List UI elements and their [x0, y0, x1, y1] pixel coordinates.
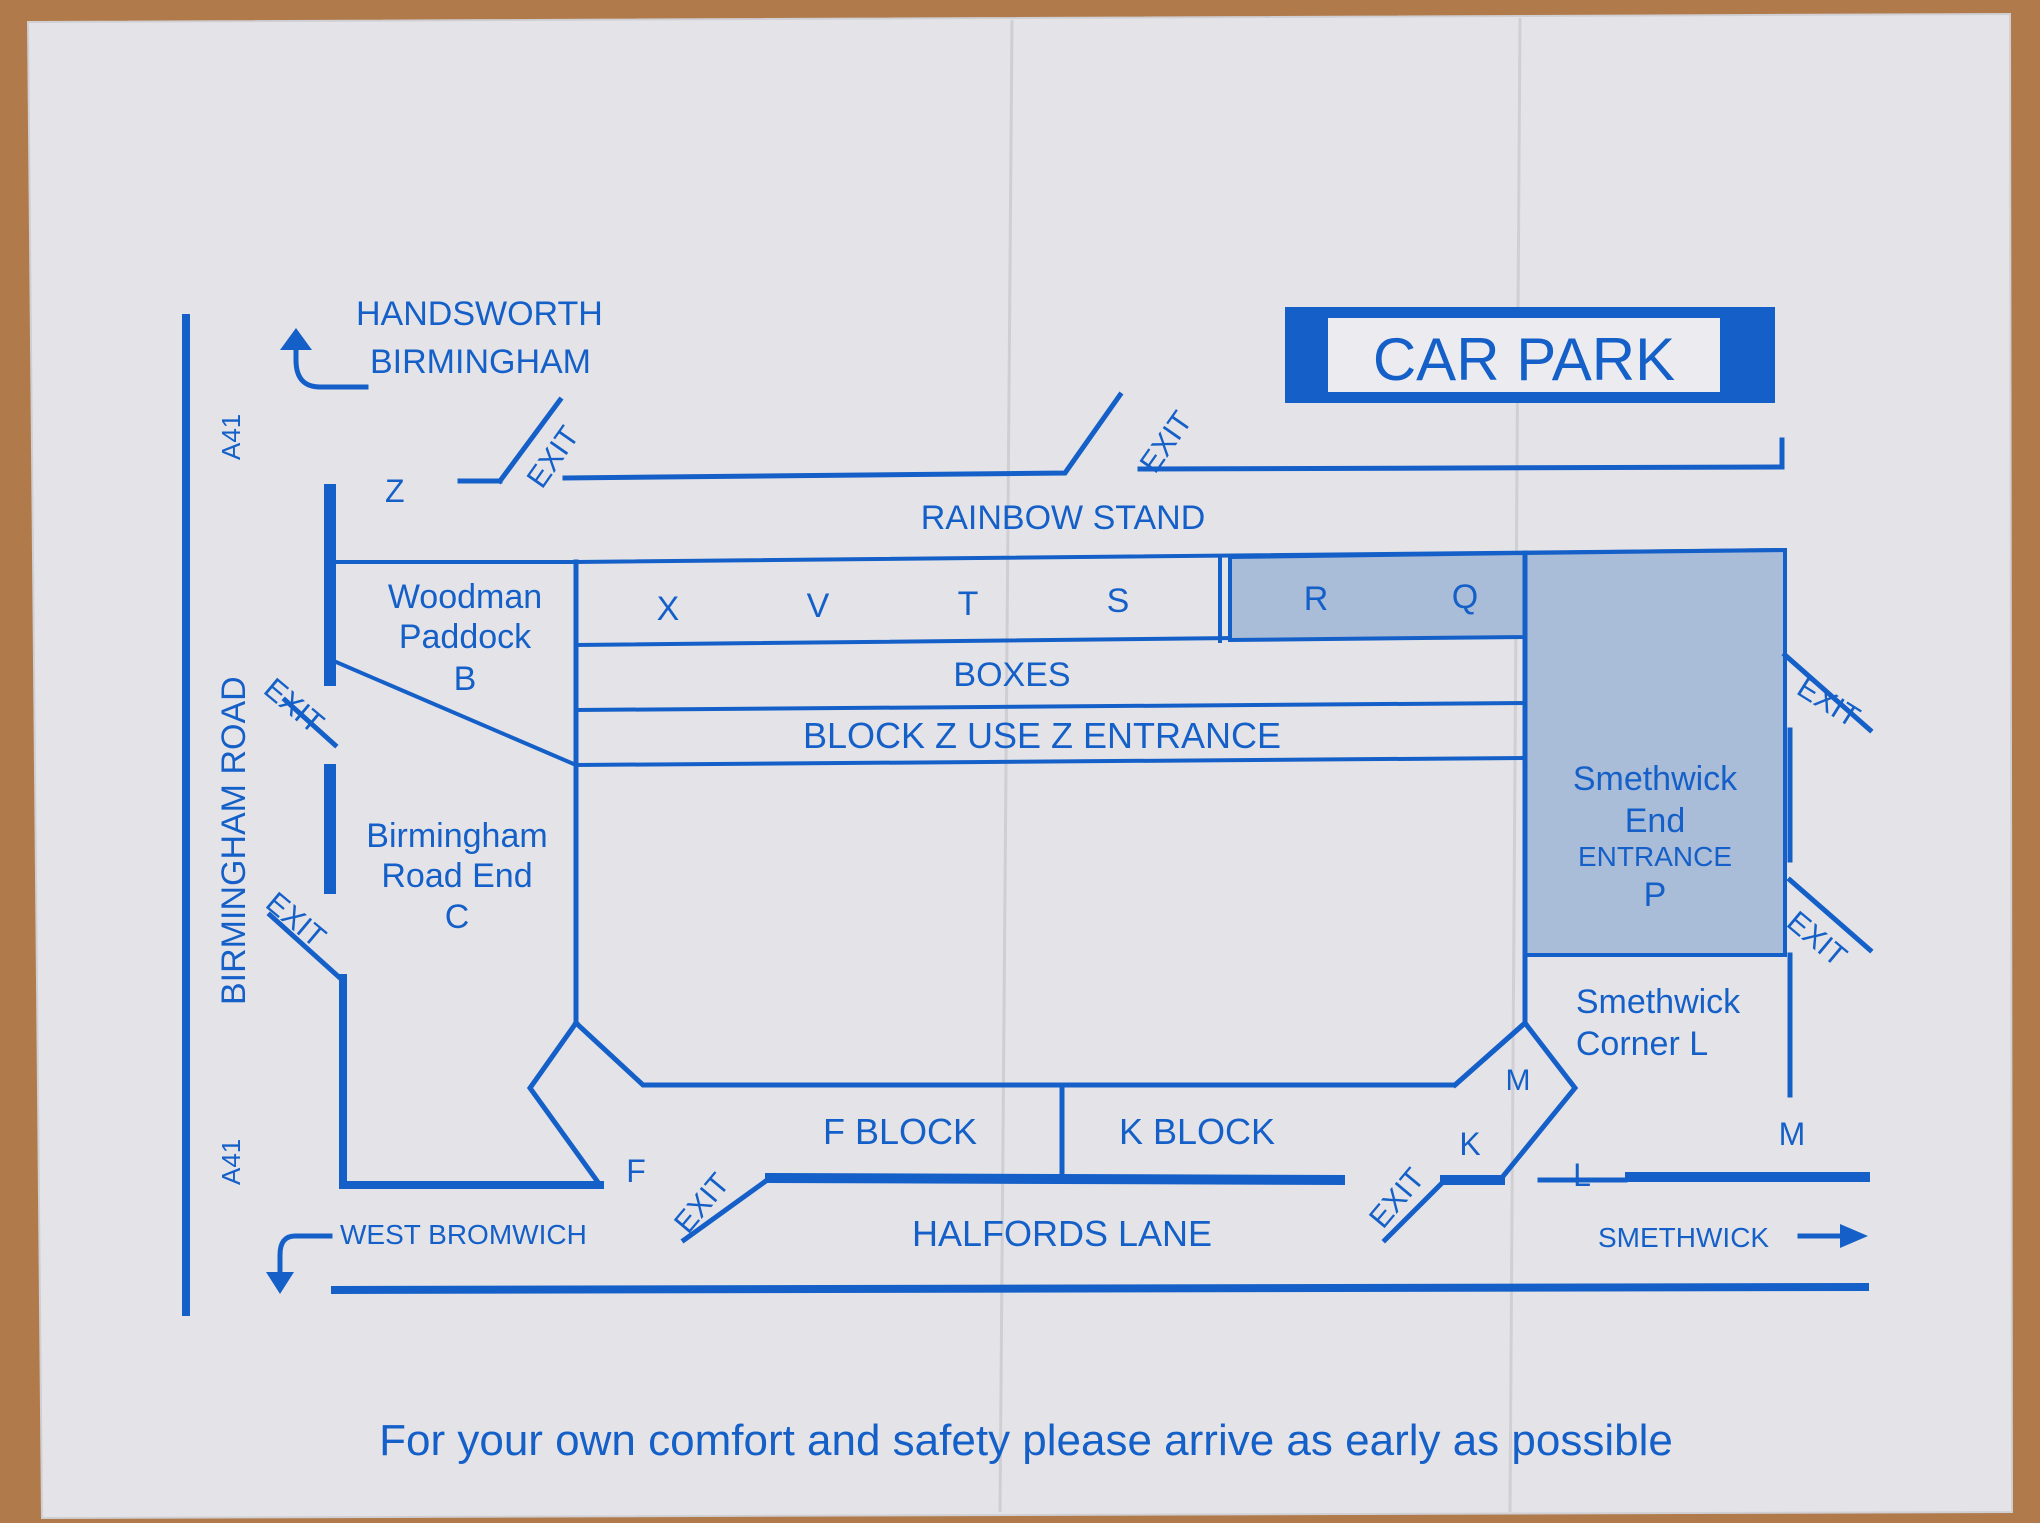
section-q: Q	[1452, 578, 1478, 616]
birmingham-end-line-2: Road End	[381, 857, 532, 895]
smethwick-end-line-4: P	[1644, 876, 1667, 914]
smethwick-corner-line-1: Smethwick	[1576, 983, 1741, 1021]
handsworth-arrow	[293, 335, 369, 390]
boxes-divider	[573, 700, 1528, 713]
handsworth-arrowhead	[280, 328, 312, 350]
rainbow-stand-label: RAINBOW STAND	[921, 499, 1206, 537]
marker-m-right: M	[1779, 1116, 1806, 1152]
f-corner	[526, 1019, 604, 1189]
exit-gate-top-left	[496, 396, 564, 485]
section-r: R	[1304, 580, 1329, 618]
smethwick-corner-line-2: Corner L	[1576, 1025, 1708, 1063]
footer-note: For your own comfort and safety please a…	[379, 1416, 1673, 1465]
west-bromwich-arrow	[277, 1233, 333, 1283]
west-bromwich-arrowhead	[266, 1272, 294, 1294]
exit-gate-left	[281, 696, 339, 749]
woodman-diagonal	[333, 659, 579, 768]
marker-z: Z	[385, 473, 405, 509]
top-road-line	[1137, 437, 1785, 472]
marker-f: F	[626, 1153, 646, 1189]
exit-gate-bottom	[1381, 1176, 1449, 1244]
smethwick-end-line-1: Smethwick	[1573, 760, 1738, 798]
top-road-line	[562, 391, 1124, 481]
exit-gate-right	[1781, 651, 1874, 734]
exit-gate-right	[1786, 876, 1874, 954]
exit-gate-bottom	[680, 1174, 774, 1244]
woodman-line-3: B	[454, 660, 477, 698]
section-x: X	[657, 590, 680, 628]
birmingham-road-wall	[339, 974, 604, 1189]
rq-shaded-area	[1228, 550, 1527, 643]
west-bromwich-label: WEST BROMWICH	[340, 1219, 587, 1250]
marker-m-corner: M	[1506, 1064, 1531, 1097]
car-park-label-box	[1328, 318, 1720, 392]
birmingham-end-line-1: Birmingham	[366, 817, 547, 855]
woodman-line-2: Paddock	[399, 618, 532, 656]
k-block-label: K BLOCK	[1119, 1111, 1275, 1152]
marker-k: K	[1459, 1126, 1480, 1162]
section-s: S	[1107, 582, 1130, 620]
section-v: V	[807, 587, 830, 625]
a41-bottom-label: A41	[216, 1139, 246, 1185]
block-z-divider	[573, 755, 1528, 768]
car-park-label: CAR PARK	[1373, 326, 1675, 393]
halfords-wall	[764, 1172, 1346, 1186]
smethwick-arrowhead	[1840, 1224, 1868, 1248]
marker-l: L	[1573, 1157, 1591, 1193]
halfords-lane-label: HALFORDS LANE	[912, 1213, 1212, 1254]
direction-north-2: BIRMINGHAM	[370, 343, 591, 381]
direction-north: HANDSWORTH	[356, 295, 603, 333]
smethwick-end-line-2: End	[1625, 802, 1686, 840]
boxes-label: BOXES	[953, 656, 1070, 694]
m-corner	[1451, 1019, 1579, 1184]
birmingham-road-label: BIRMINGHAM ROAD	[215, 676, 253, 1005]
a41-top-label: A41	[216, 414, 246, 460]
section-t: T	[958, 585, 979, 623]
f-block-label: F BLOCK	[823, 1111, 977, 1152]
halfords-lane-road	[330, 1282, 1870, 1295]
birmingham-end-line-3: C	[445, 898, 470, 936]
paper-fold	[998, 19, 1014, 1513]
woodman-line-1: Woodman	[388, 578, 542, 616]
smethwick-label: SMETHWICK	[1598, 1222, 1769, 1253]
exit-gate-left	[266, 911, 344, 982]
smethwick-end-line-3: ENTRANCE	[1578, 841, 1732, 872]
paper-fold	[1508, 17, 1522, 1513]
block-z-label: BLOCK Z USE Z ENTRANCE	[803, 715, 1281, 756]
